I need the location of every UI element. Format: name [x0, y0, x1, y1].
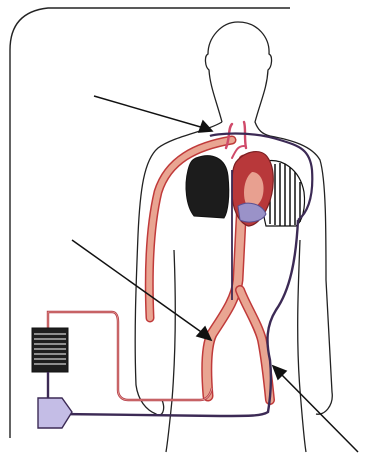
arterial-tube — [48, 312, 212, 400]
venous-tube-main — [60, 220, 298, 416]
human-body-outline — [135, 22, 332, 452]
head-neck-outline — [205, 22, 271, 136]
arrow-femoral-venous — [273, 366, 358, 452]
arterial-tube-inner — [48, 312, 212, 400]
left-lung — [186, 156, 229, 218]
pointer-arrows — [72, 96, 358, 452]
right-torso-outline — [298, 240, 306, 452]
right-lung-stripes — [270, 163, 300, 226]
blood-pump-icon — [38, 398, 72, 428]
left-torso-outline — [166, 250, 175, 452]
right-iliac-inner — [240, 290, 270, 400]
arrow-femoral-arterial — [72, 240, 211, 340]
membrane-oxygenator-icon — [32, 328, 68, 372]
arrow-neck-cannula — [94, 96, 212, 132]
